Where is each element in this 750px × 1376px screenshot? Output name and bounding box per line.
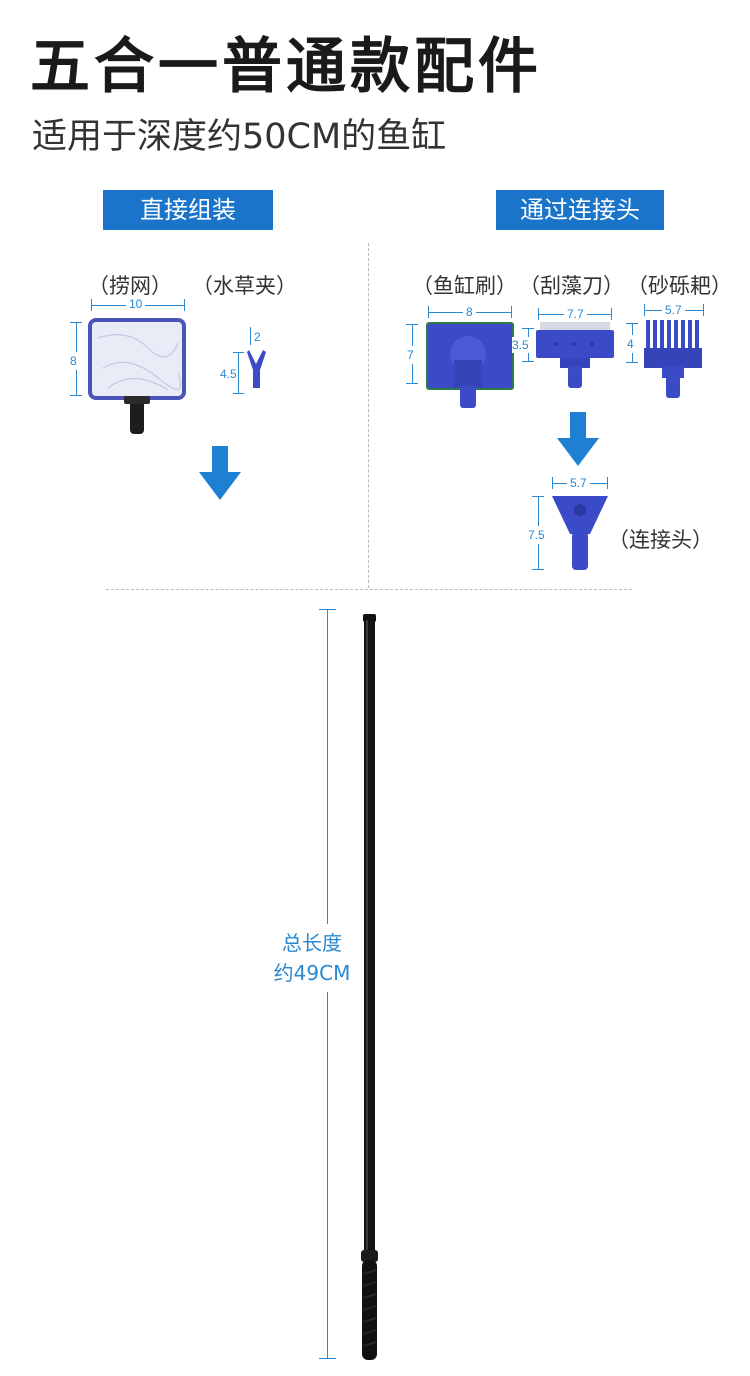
vertical-divider <box>368 243 369 588</box>
connector-height-tick-top <box>532 496 544 497</box>
rake-width-tick-right <box>703 304 704 316</box>
scraper-height-value: 3.5 <box>512 337 529 353</box>
scraper-width-tick-right <box>611 308 612 320</box>
clip-height-line <box>238 352 239 394</box>
net-height-tick-top <box>70 322 82 323</box>
down-arrow-icon-right <box>557 412 599 466</box>
algae-scraper-image <box>536 322 614 388</box>
net-width-value: 10 <box>126 297 146 311</box>
plant-clip-image <box>247 350 266 388</box>
connector-image <box>552 496 608 570</box>
horizontal-divider <box>106 589 632 590</box>
net-height-value: 8 <box>70 352 77 370</box>
gravel-rake-image <box>644 320 702 398</box>
clip-height-value: 4.5 <box>220 367 237 381</box>
rake-width-tick-left <box>644 304 645 316</box>
net-width-tick-left <box>91 299 92 311</box>
brush-width-tick-left <box>428 306 429 318</box>
brush-width-value: 8 <box>463 305 476 319</box>
scraper-height-tick-top <box>522 328 534 329</box>
scraper-name: （刮藻刀） <box>519 274 624 298</box>
scraper-width-tick-left <box>538 308 539 320</box>
connector-width-tick-right <box>607 477 608 489</box>
clip-height-tick-bottom <box>233 393 244 394</box>
tank-brush-image <box>426 322 514 408</box>
brush-height-tick-top <box>406 324 418 325</box>
brush-width-tick-right <box>511 306 512 318</box>
connector-name: （连接头） <box>608 528 713 552</box>
rake-name: （砂砾耙） <box>627 274 732 298</box>
scraper-width-value: 7.7 <box>564 307 587 321</box>
brush-height-tick-bottom <box>406 383 418 384</box>
net-width-tick-right <box>184 299 185 311</box>
clip-name: （水草夹） <box>192 274 297 298</box>
clip-width-value: 2 <box>254 330 261 344</box>
connector-height-tick-bottom <box>532 569 544 570</box>
rake-width-value: 5.7 <box>662 303 685 317</box>
extension-pole-image <box>361 614 378 1360</box>
direct-assembly-label: 直接组装 <box>103 190 273 230</box>
pole-length-label-line2: 约49CM <box>273 961 351 985</box>
brush-name: （鱼缸刷） <box>412 274 517 298</box>
pole-length-label: 总长度 约49CM <box>264 924 360 992</box>
connector-width-value: 5.7 <box>567 476 590 490</box>
connector-height-value: 7.5 <box>528 526 545 544</box>
scraper-height-tick-bottom <box>522 361 534 362</box>
clip-height-tick-top <box>233 352 244 353</box>
down-arrow-icon <box>199 446 241 500</box>
rake-height-tick-bottom <box>626 362 638 363</box>
pole-length-tick-top <box>319 609 336 610</box>
page-subtitle: 适用于深度约50CM的鱼缸 <box>32 117 447 157</box>
net-height-tick-bottom <box>70 395 82 396</box>
clip-width-tick <box>250 327 251 345</box>
pole-length-label-line1: 总长度 <box>282 931 342 955</box>
page-title: 五合一普通款配件 <box>30 32 542 102</box>
via-connector-label: 通过连接头 <box>496 190 664 230</box>
pole-length-tick-bottom <box>319 1358 336 1359</box>
brush-height-value: 7 <box>407 346 414 364</box>
rake-height-tick-top <box>626 323 638 324</box>
rake-height-value: 4 <box>627 335 634 353</box>
net-name: （捞网） <box>88 274 172 298</box>
connector-width-tick-left <box>552 477 553 489</box>
fishing-net-image <box>88 318 186 434</box>
